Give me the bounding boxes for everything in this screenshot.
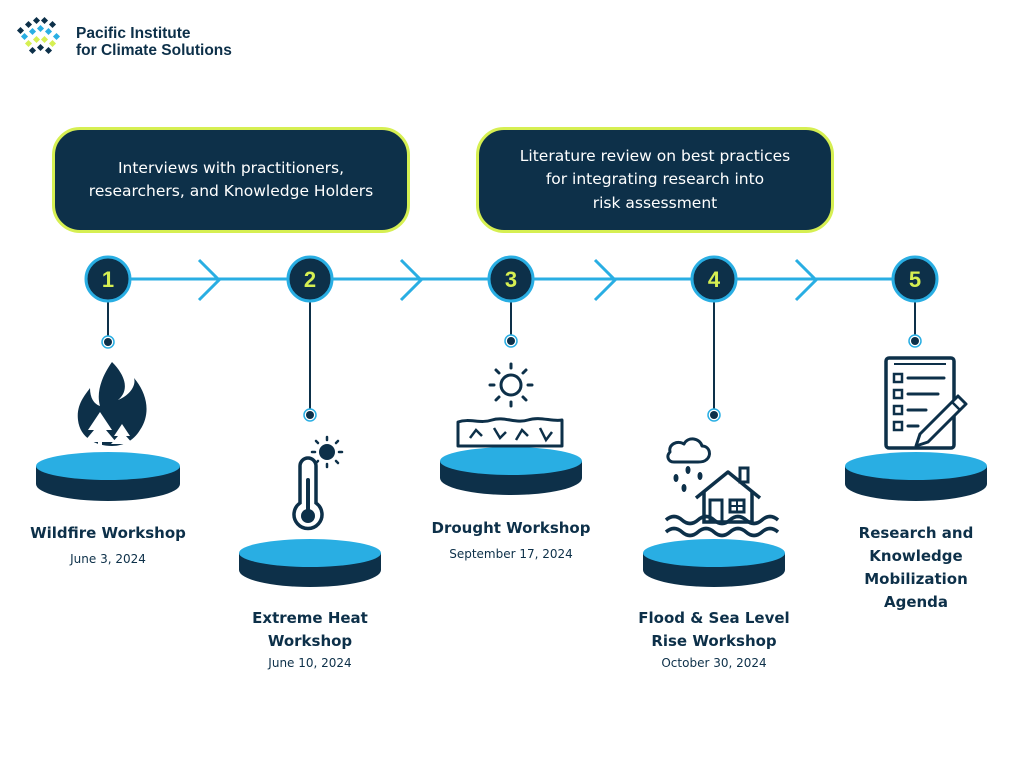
chevron-right-icon xyxy=(399,258,424,302)
step-5-number-badge: 5 xyxy=(891,255,939,303)
logo: Pacific Institute for Climate Solutions xyxy=(14,14,264,62)
step-4-number-badge: 4 xyxy=(690,255,738,303)
step-5-platform xyxy=(845,452,987,501)
step-2-date: June 10, 2024 xyxy=(268,656,352,670)
step-5-title: Research and Knowledge Mobilization Agen… xyxy=(858,524,974,611)
step-2-number-badge: 2 xyxy=(286,255,334,303)
step-2-number: 2 xyxy=(304,267,316,292)
step-1-title: Wildfire Workshop xyxy=(30,524,186,542)
step-1-drop-dot xyxy=(101,335,115,349)
literature-review-bubble: Literature review on best practices for … xyxy=(476,127,834,233)
logo-mark-icon xyxy=(16,16,61,55)
chevron-right-icon xyxy=(197,258,222,302)
step-1-platform xyxy=(36,452,180,501)
step-4-drop-dot xyxy=(707,408,721,422)
step-5-number: 5 xyxy=(909,267,921,292)
chevron-right-icon xyxy=(794,258,819,302)
drought-icon xyxy=(456,362,564,448)
step-3-drop-dot xyxy=(504,334,518,348)
org-name-line2: for Climate Solutions xyxy=(76,42,232,59)
step-4-number: 4 xyxy=(708,267,721,292)
step-4-date: October 30, 2024 xyxy=(661,656,767,670)
step-4-title: Flood & Sea Level Rise Workshop xyxy=(638,609,790,650)
interviews-bubble: Interviews with practitioners, researche… xyxy=(52,127,410,233)
step-2-drop-dot xyxy=(303,408,317,422)
interviews-bubble-text: Interviews with practitioners, researche… xyxy=(88,158,374,201)
step-3-date: September 17, 2024 xyxy=(449,547,573,561)
step-3-title: Drought Workshop xyxy=(431,519,591,537)
step-3-number: 3 xyxy=(505,267,517,292)
step-1-number-badge: 1 xyxy=(84,255,132,303)
chevron-right-icon xyxy=(593,258,618,302)
literature-review-bubble-text: Literature review on best practices for … xyxy=(519,146,791,212)
thermometer-sun-icon xyxy=(292,435,344,531)
step-4-platform xyxy=(643,539,785,587)
flood-house-icon xyxy=(664,437,780,538)
step-3-number-badge: 3 xyxy=(487,255,535,303)
checklist-pencil-icon xyxy=(884,356,968,450)
step-1-date: June 3, 2024 xyxy=(70,552,146,566)
step-2-platform xyxy=(239,539,381,587)
step-2-title: Extreme Heat Workshop xyxy=(252,609,368,650)
org-name: Pacific Institute for Climate Solutions xyxy=(76,25,232,59)
step-3-platform xyxy=(440,447,582,495)
wildfire-icon xyxy=(77,362,147,448)
step-5-drop-dot xyxy=(908,334,922,348)
org-name-line1: Pacific Institute xyxy=(76,25,191,42)
step-1-number: 1 xyxy=(102,267,114,292)
